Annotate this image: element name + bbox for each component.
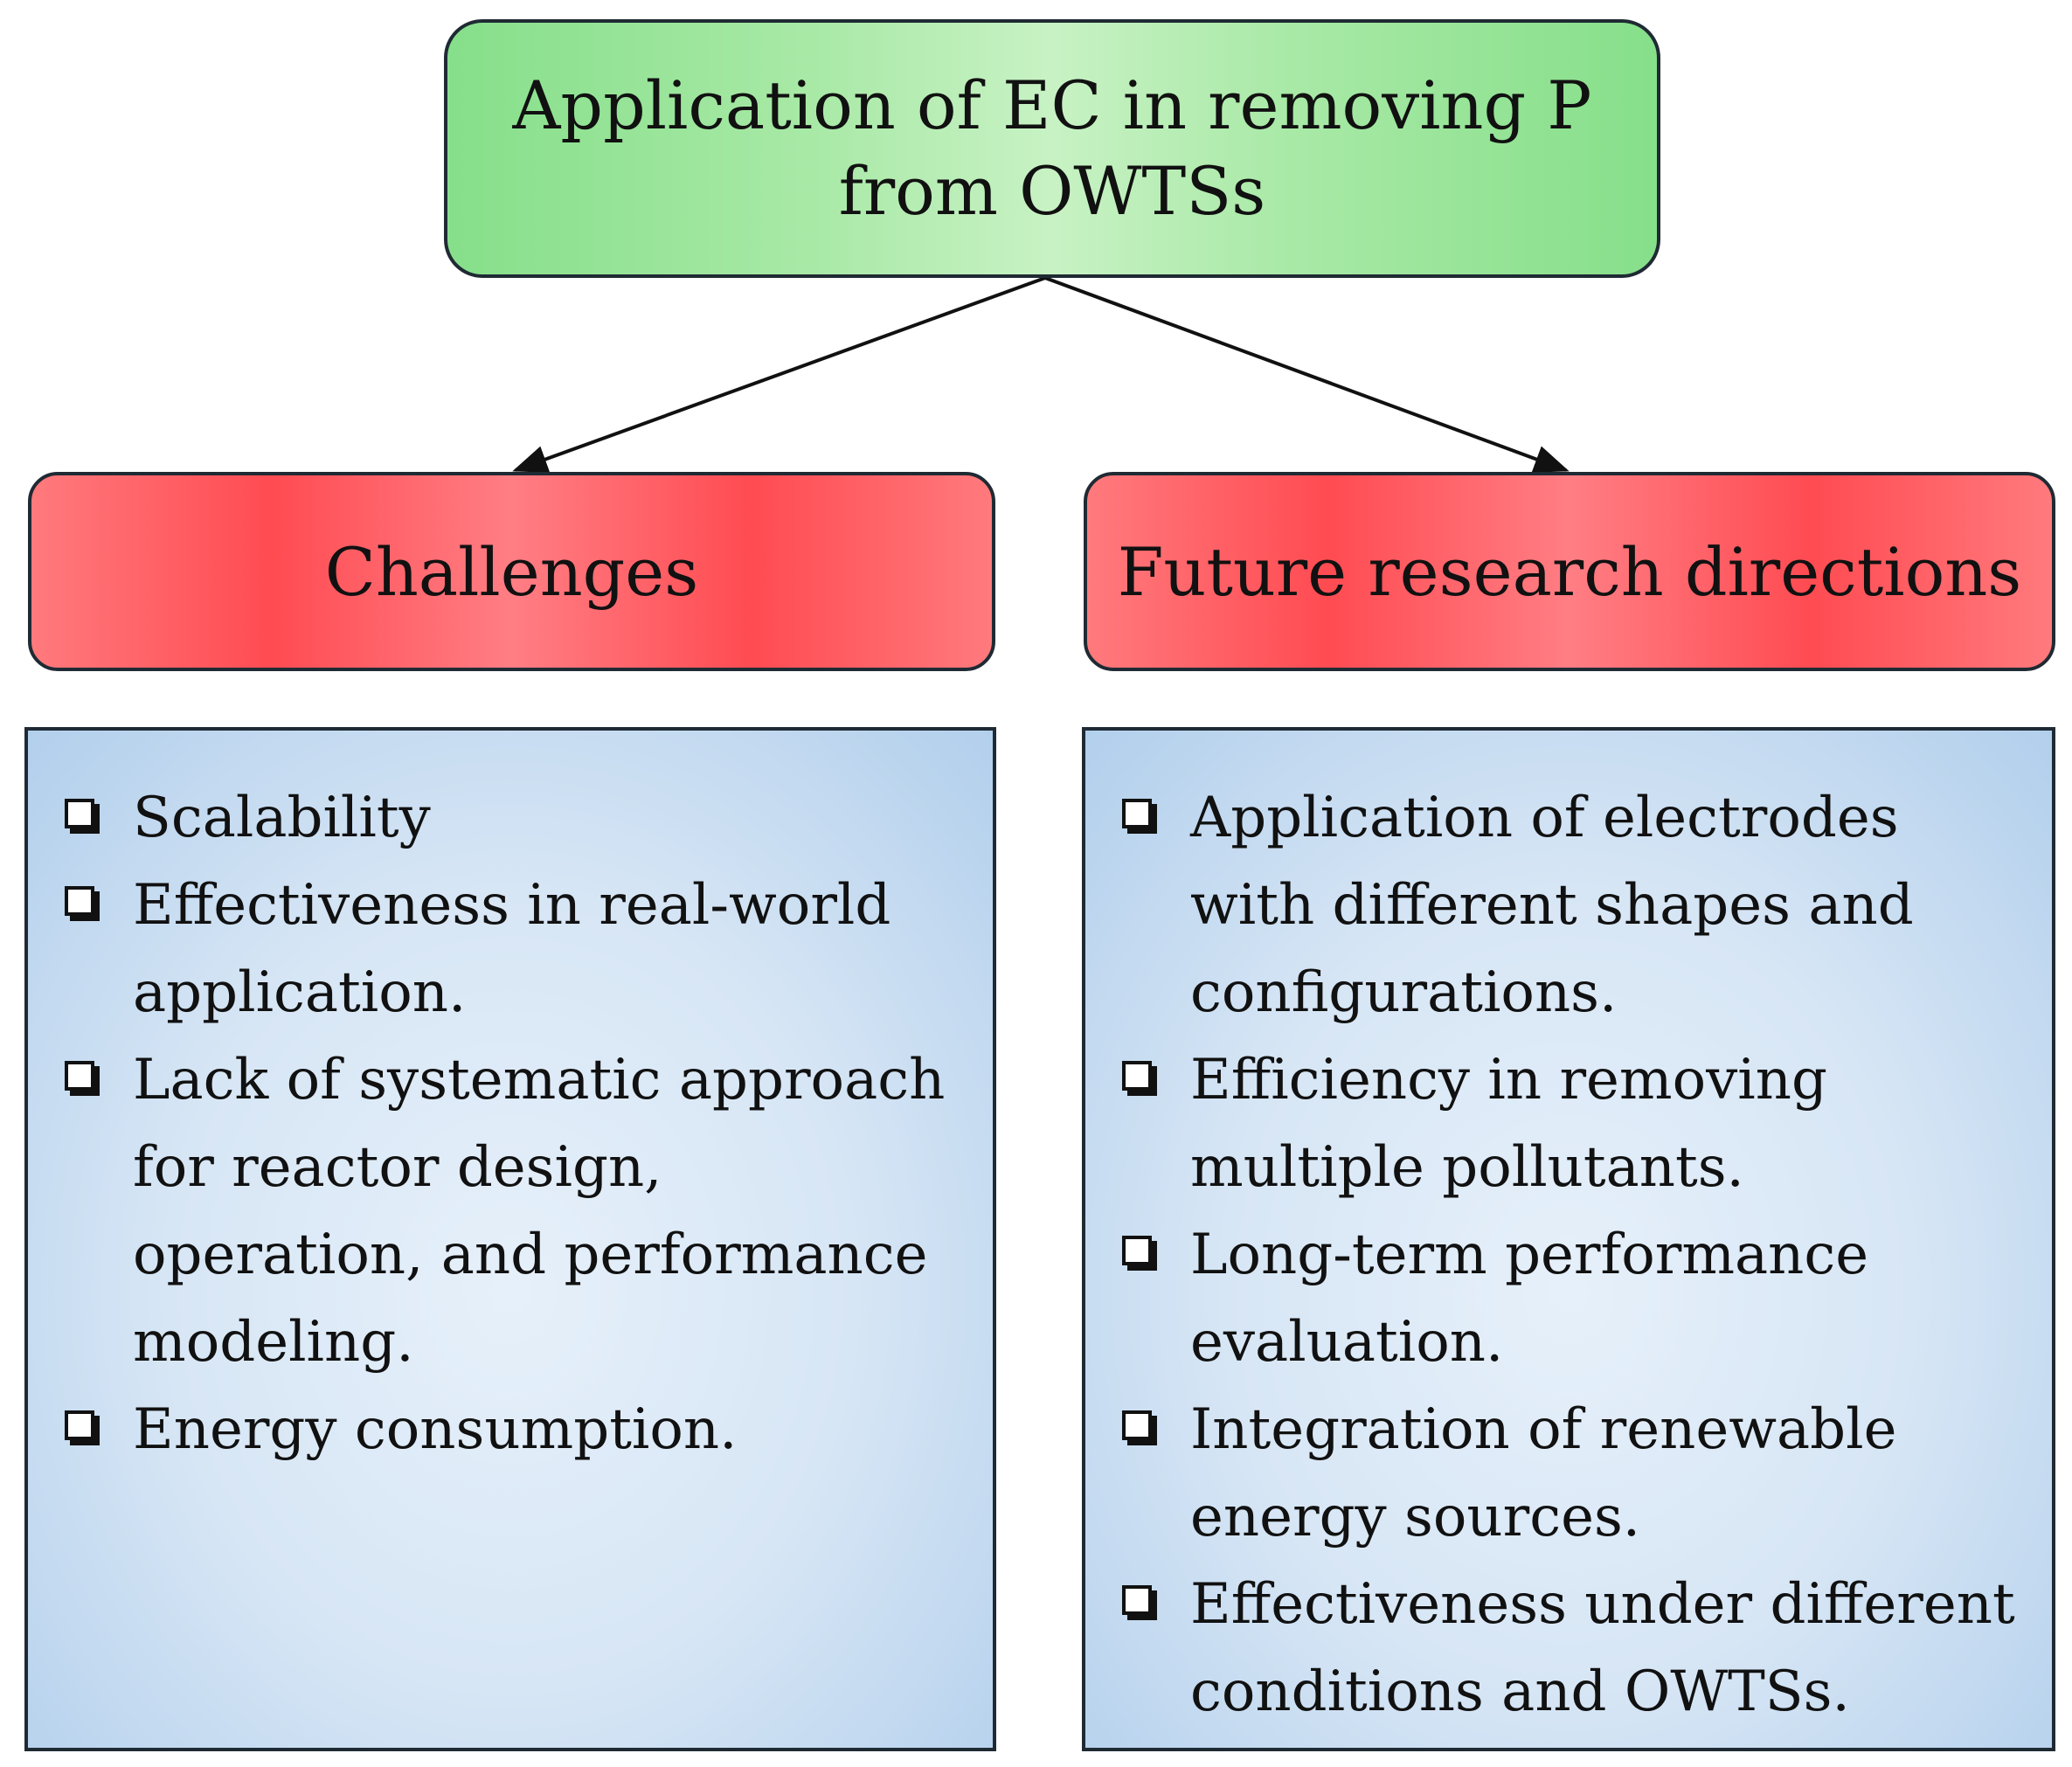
challenges-node: Challenges [28,472,995,671]
checkbox-icon [1122,1410,1152,1440]
list-item: Energy consumption. [58,1386,958,1473]
list-item-text: Application of electrodes with different… [1190,786,1914,1025]
challenges-list: Scalability Effectiveness in real-world … [58,774,958,1473]
list-item-text: Energy consumption. [133,1397,738,1462]
list-item-text: Efficiency in removing multiple pollutan… [1190,1048,1827,1200]
checkbox-icon [1122,1061,1152,1091]
root-title-line-2: from OWTSs [838,152,1266,230]
future-directions-node: Future research directions [1084,472,2055,671]
list-item-text: Effectiveness in real-world application. [133,873,891,1025]
arrow-to-future-directions [1044,276,1570,473]
list-item: Long-term performance evaluation. [1115,1211,2017,1386]
challenges-header: Challenges [324,532,699,611]
list-item: Lack of systematic approach for reactor … [58,1036,958,1386]
list-item-text: Effectiveness under different conditions… [1190,1572,2015,1724]
checkbox-icon [65,1410,94,1440]
future-directions-list-box: Application of electrodes with different… [1082,727,2055,1751]
list-item-text: Lack of systematic approach for reactor … [133,1048,946,1375]
list-item: Application of electrodes with different… [1115,774,2017,1036]
list-item: Scalability [58,774,958,862]
checkbox-icon [1122,1585,1152,1615]
list-item: Efficiency in removing multiple pollutan… [1115,1036,2017,1211]
future-directions-header: Future research directions [1117,532,2022,611]
list-item: Effectiveness under different conditions… [1115,1561,2017,1736]
list-item-text: Integration of renewable energy sources. [1190,1397,1897,1549]
list-item: Integration of renewable energy sources. [1115,1386,2017,1561]
checkbox-icon [65,799,94,828]
checkbox-icon [65,1061,94,1091]
challenges-list-box: Scalability Effectiveness in real-world … [24,727,996,1751]
list-item-text: Long-term performance evaluation. [1190,1223,1869,1375]
list-item-text: Scalability [133,786,431,850]
future-directions-list: Application of electrodes with different… [1115,774,2017,1736]
checkbox-icon [1122,1236,1152,1265]
root-title-line-1: Application of EC in removing P [512,66,1592,144]
root-node: Application of EC in removing P from OWT… [444,19,1660,278]
checkbox-icon [65,886,94,916]
arrow-to-challenges [512,276,1046,473]
list-item: Effectiveness in real-world application. [58,862,958,1036]
checkbox-icon [1122,799,1152,828]
